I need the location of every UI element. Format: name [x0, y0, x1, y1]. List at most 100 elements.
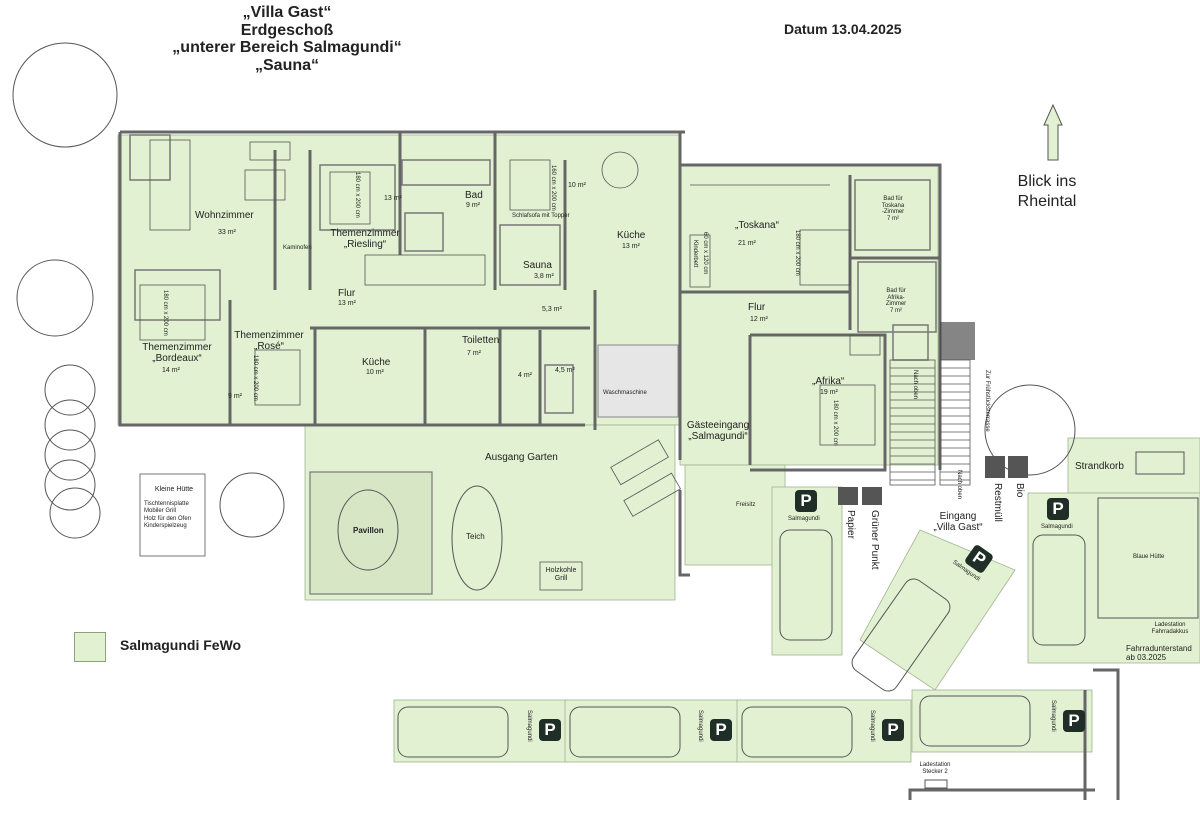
view-label-line: Blick ins [1017, 173, 1077, 190]
nach-oben-label: Nach oben [912, 370, 918, 400]
waschmaschine-room [597, 344, 679, 418]
area-kueche-upper: 13 m² [622, 243, 640, 250]
strandkorb-label: Strandkorb [1075, 461, 1124, 472]
tree [12, 42, 118, 148]
ladestation-stecker [924, 779, 948, 789]
freisitz-area [684, 464, 786, 566]
room-name-line: Themenzimmer [142, 342, 212, 353]
waschmaschine-label: Waschmaschine [603, 390, 647, 396]
area-flur-left: 13 m² [338, 300, 356, 307]
kleine-huette-box [139, 473, 206, 557]
room-sauna: Sauna [523, 260, 552, 271]
grill-label-line: Holzkohle [545, 567, 577, 574]
parking-icon: P [539, 719, 561, 741]
bed-rose: 180 cm x 200 cm [252, 355, 258, 401]
blaue-huette-label: Blaue Hütte [1133, 554, 1165, 560]
tree [219, 472, 285, 538]
area-schlafsofa: 10 m² [568, 182, 586, 189]
area-kueche-lower: 10 m² [366, 369, 384, 376]
fruehstueck-label: Zur Frühstücksterrasse [984, 370, 990, 432]
grill [539, 561, 583, 591]
ausgang-garten-label: Ausgang Garten [485, 452, 558, 463]
kleine-huette-item: Kinderspielzeug [144, 523, 187, 530]
outer-wall-left [118, 132, 305, 427]
title: „Villa Gast“ Erdgeschoß „unterer Bereich… [172, 4, 401, 74]
ladestation-stecker-line: Ladestation [919, 762, 951, 768]
apartment-area-right [679, 164, 939, 466]
room-bad: Bad [465, 190, 483, 201]
fahrradunterstand-line: Fahrradunterstand [1126, 644, 1192, 653]
parking-label: Salmagundi [869, 710, 875, 742]
area-riesling: 13 m² [384, 195, 402, 202]
area-bad: 9 m² [466, 202, 480, 209]
legend-label: Salmagundi FeWo [120, 637, 242, 653]
legend-swatch [74, 632, 106, 662]
room-toskana: „Toskana“ [735, 220, 779, 231]
north-arrow-icon [1043, 103, 1063, 161]
ladestation-line: Ladestation [1154, 622, 1186, 628]
parking-icon: P [882, 719, 904, 741]
room-name-line: Gästeeingang [686, 420, 750, 431]
bio-label: Bio [1014, 483, 1025, 498]
room-wohnzimmer: Wohnzimmer [195, 210, 254, 221]
pavillon [309, 471, 433, 595]
kleine-huette-item: Mobiler Grill [144, 508, 177, 515]
room-bad-toskana: Bad für Toskana -Zimmer 7 m² [882, 196, 904, 222]
room-name-line: Themenzimmer [234, 330, 304, 341]
schlafsofa-label: Schlafsofa mit Topper [512, 213, 570, 219]
teich [451, 485, 503, 591]
area-toskana: 21 m² [738, 240, 756, 247]
nach-oben-label-2: Nach oben [956, 470, 962, 500]
car [919, 695, 1031, 747]
ladestation-stecker-label: Ladestation Stecker 2 [919, 762, 950, 775]
area-sauna: 3,8 m² [534, 273, 554, 280]
room-name-line: Bad für [883, 196, 903, 202]
area-small: 5,3 m² [542, 306, 562, 313]
view-label: Blick ins Rheintal [1018, 172, 1077, 212]
parking-area-bottom-4 [911, 689, 1093, 753]
kleine-huette-title: Kleine Hütte [154, 486, 194, 493]
parking-area-1 [771, 486, 843, 656]
area-wohnzimmer: 33 m² [218, 229, 236, 236]
title-line: „unterer Bereich Salmagundi“ [172, 39, 402, 57]
area-toiletten: 7 m² [467, 350, 481, 357]
grill-label: Holzkohle Grill [546, 567, 577, 582]
ladestation-stecker-line: Stecker 2 [922, 768, 948, 775]
car [397, 706, 509, 758]
car [741, 706, 853, 758]
view-label-line: Rheintal [1017, 193, 1077, 210]
kinderbett-label: Kinderbett [692, 240, 698, 268]
area-bad-toskana: 7 m² [886, 215, 899, 222]
room-name-line: -Zimmer [881, 209, 905, 216]
bed-riesling: 180 cm x 200 cm [354, 172, 360, 218]
title-line: „Villa Gast“ [242, 4, 332, 21]
room-name-line: „Salmagundi“ [688, 431, 748, 442]
pavillon-table [337, 489, 399, 571]
room-gaesteeingang: Gästeeingang „Salmagundi“ [687, 420, 749, 442]
title-line: „Sauna“ [254, 56, 320, 74]
room-toiletten: Toiletten [462, 335, 500, 346]
restmuell-label: Restmüll [992, 483, 1003, 522]
blaue-huette-area [1027, 492, 1200, 664]
dining-table [149, 139, 191, 231]
strandkorb-area [1067, 437, 1200, 494]
bed-schlafsofa: 160 cm x 200 cm [550, 165, 556, 211]
room-name-line: „Riesling“ [343, 239, 387, 250]
parking-icon: P [795, 490, 817, 512]
parking-icon: P [1047, 498, 1069, 520]
fahrradunterstand-label: Fahrradunterstand ab 03.2025 [1126, 644, 1192, 663]
room-kueche-upper: Küche [617, 230, 646, 241]
tree [984, 384, 1076, 476]
area-rose: 9 m² [228, 393, 242, 400]
bed-afrika: 180 cm x 200 cm [832, 400, 838, 446]
eingang-label-line: „Villa Gast“ [933, 522, 983, 533]
room-afrika: „Afrika“ [812, 376, 845, 387]
parking-icon: P [1063, 710, 1085, 732]
grill-label-line: Grill [554, 574, 568, 582]
room-name-line: Afrika- [887, 294, 905, 301]
room-name-line: Bad für [886, 288, 906, 294]
area-shower: 4,5 m² [555, 367, 575, 374]
kleine-huette-item: Holz für den Ofen [144, 515, 192, 522]
area-hall: 4 m² [518, 372, 532, 379]
